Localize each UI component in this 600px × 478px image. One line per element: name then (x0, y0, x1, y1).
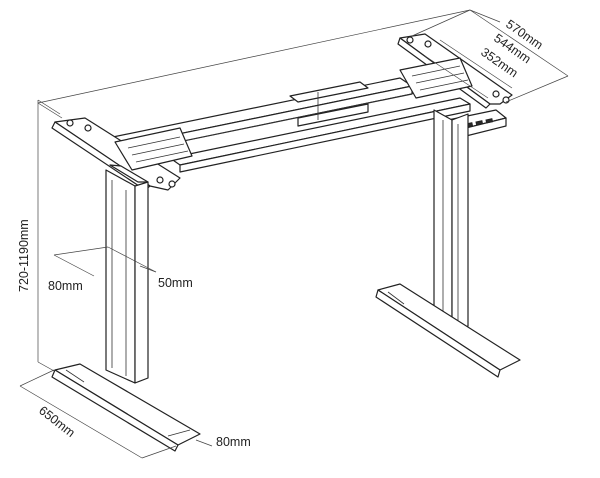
crossbar (107, 77, 471, 173)
right-top-bracket (397, 33, 513, 109)
column-depth-label: 50mm (158, 276, 193, 290)
column-width-label: 80mm (48, 279, 83, 293)
width-dimension (37, 9, 501, 119)
right-column (433, 109, 469, 333)
foot-length-label: 650mm (36, 403, 77, 440)
left-foot (51, 363, 201, 452)
column-section-dims: 80mm 50mm (48, 246, 193, 293)
right-foot (375, 283, 521, 378)
height-dimension: 720-1190mm (17, 99, 61, 373)
height-label: 720-1190mm (17, 219, 31, 292)
foot-width-label: 80mm (216, 435, 251, 449)
left-column (105, 164, 149, 384)
